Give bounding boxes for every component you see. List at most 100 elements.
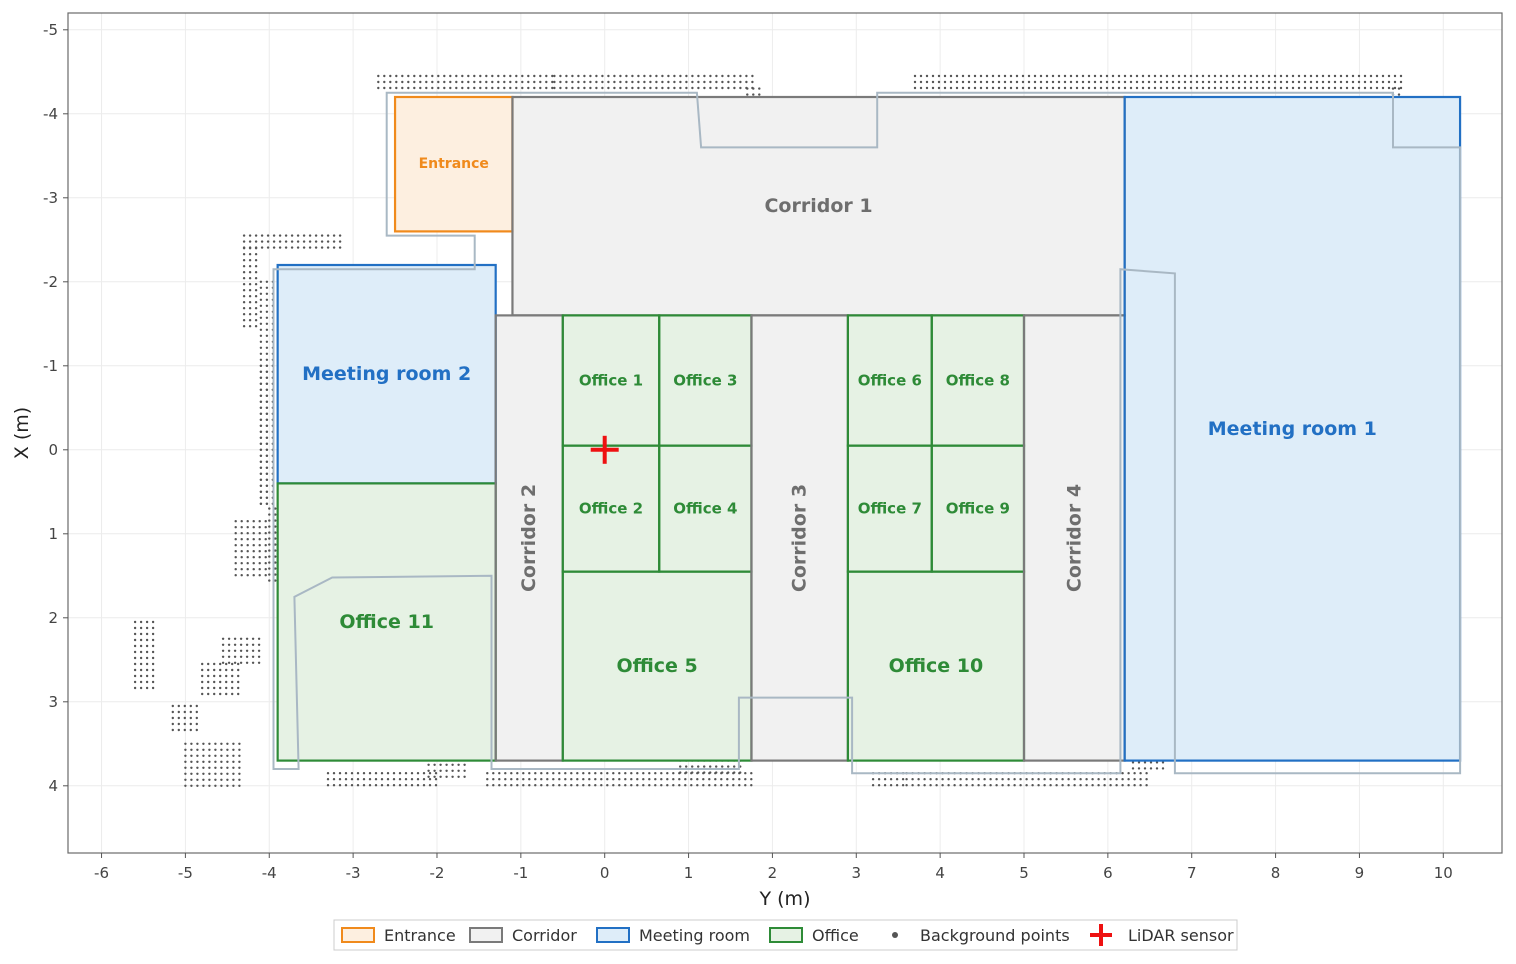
background-point (540, 778, 543, 781)
background-point (219, 668, 222, 672)
background-point (383, 80, 386, 84)
background-point (208, 766, 211, 769)
background-point (220, 754, 223, 757)
background-point (246, 556, 249, 559)
background-point (439, 775, 442, 778)
background-point (943, 86, 947, 90)
background-point (697, 80, 700, 84)
background-point (619, 86, 622, 90)
background-point (338, 240, 342, 243)
background-point (678, 784, 681, 787)
background-point (905, 778, 908, 781)
background-point (721, 74, 724, 78)
background-point (582, 778, 585, 781)
background-point (245, 655, 249, 658)
office-4-area (659, 445, 752, 572)
background-point (268, 543, 271, 546)
background-point (221, 661, 225, 664)
background-point (220, 748, 223, 751)
background-point (510, 778, 513, 781)
background-point (721, 80, 724, 84)
background-point (551, 80, 554, 84)
background-point (139, 656, 143, 660)
background-point (601, 80, 604, 84)
office-8-area (931, 315, 1024, 446)
background-point (913, 86, 917, 90)
background-point (332, 772, 336, 775)
background-point (227, 655, 231, 658)
background-point (239, 661, 243, 664)
background-point (395, 80, 398, 84)
background-point (714, 784, 717, 787)
background-point (278, 246, 282, 249)
background-point (259, 280, 263, 283)
background-point (201, 692, 204, 696)
background-point (264, 538, 267, 541)
background-point (226, 784, 229, 787)
background-point (642, 772, 645, 775)
background-point (171, 722, 174, 726)
background-point (320, 240, 324, 243)
background-point (1149, 767, 1153, 770)
background-point (219, 662, 222, 666)
background-point (326, 246, 330, 249)
background-point (715, 771, 718, 774)
background-point (1183, 74, 1187, 78)
office-5-area (562, 571, 752, 761)
legend-key-meeting-room (596, 927, 630, 943)
background-point (1231, 86, 1235, 90)
background-point (1133, 778, 1136, 781)
background-point (1133, 784, 1136, 787)
background-point (1345, 74, 1349, 78)
background-point (427, 769, 430, 772)
background-point (190, 754, 193, 757)
background-point (1133, 772, 1136, 775)
background-point (151, 650, 155, 654)
background-point (189, 728, 192, 732)
background-point (257, 649, 261, 652)
background-point (133, 662, 137, 666)
background-point (1357, 80, 1361, 84)
background-point (184, 766, 187, 769)
background-point (1109, 778, 1112, 781)
background-point (534, 784, 537, 787)
background-point (1207, 80, 1211, 84)
background-point (973, 80, 977, 84)
background-point (184, 748, 187, 751)
background-point (515, 74, 518, 78)
background-point (1279, 74, 1283, 78)
background-point (202, 784, 205, 787)
background-point (486, 772, 489, 775)
background-point (1391, 87, 1395, 90)
background-point (497, 74, 500, 78)
background-point (1273, 86, 1277, 90)
background-point (151, 644, 155, 648)
background-point (133, 686, 137, 690)
background-point (534, 772, 537, 775)
background-point (259, 394, 263, 397)
background-point (407, 80, 410, 84)
background-point (931, 80, 935, 84)
background-point (266, 240, 270, 243)
background-point (268, 561, 271, 564)
background-point (503, 74, 506, 78)
background-point (1069, 74, 1073, 78)
background-point (1121, 784, 1124, 787)
background-point (239, 643, 243, 646)
background-point (1333, 80, 1337, 84)
background-point (457, 775, 460, 778)
background-point (613, 86, 616, 90)
background-point (234, 550, 237, 553)
background-point (630, 778, 633, 781)
background-point (202, 772, 205, 775)
background-point (226, 754, 229, 757)
background-point (1345, 86, 1349, 90)
background-point (151, 686, 155, 690)
background-point (254, 301, 258, 304)
background-point (326, 240, 330, 243)
background-point (214, 754, 217, 757)
background-point (389, 86, 392, 90)
background-point (528, 778, 531, 781)
